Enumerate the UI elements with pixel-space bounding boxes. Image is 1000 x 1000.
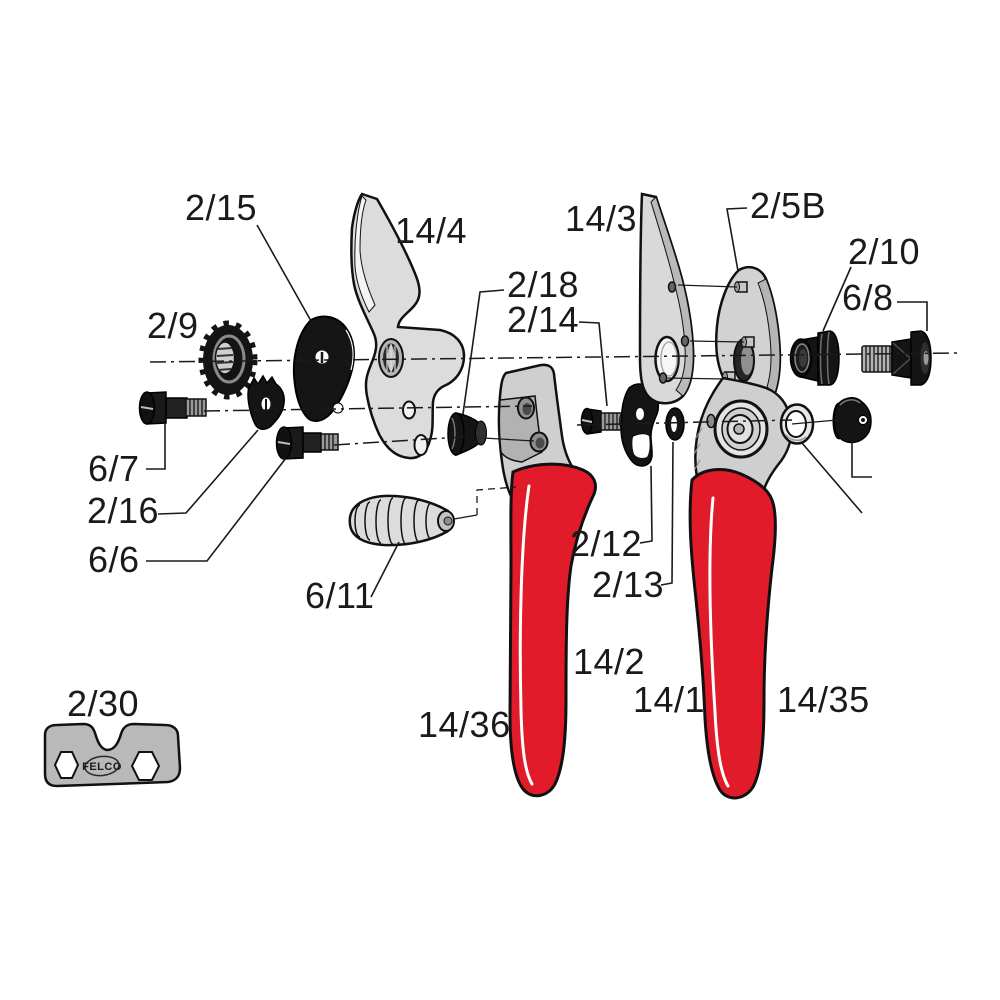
part-right-handle [688,376,793,800]
axis-line-pivot [576,419,793,426]
leader-2-15 [256,224,312,322]
part-blade-holder-2-5b [715,266,782,408]
label-6-6: 6/6 [88,539,140,580]
part-wrench-plate-2-30: FELCO [43,722,182,788]
hex-hole-left [53,751,80,779]
part-plate-2-15 [292,315,355,422]
part-spring-6-11 [348,494,455,547]
label-14-35: 14/35 [777,679,870,720]
leader-2-5b [726,207,748,272]
part-gear-2-9 [198,320,258,400]
label-2-10: 2/10 [848,231,920,272]
part-bushing-2-10 [789,330,840,386]
label-2-9: 2/9 [147,305,199,346]
leader-6-8 [897,301,928,331]
pin-top [734,281,748,293]
label-6-7: 6/7 [88,448,140,489]
label-2-16: 2/16 [87,490,159,531]
part-counter-blade-14-4 [350,192,466,460]
leader-6-6 [146,457,287,562]
label-2-5b: 2/5B [750,185,826,226]
label-14-3: 14/3 [565,198,637,239]
spring-align-solid [453,514,478,520]
spring-align-dashed [476,486,517,515]
label-14-1: 14/1 [633,679,705,720]
label-2-12: 2/12 [570,523,642,564]
axis-line-lower-screw [333,435,478,446]
part-washer-2-13 [665,407,685,441]
part-labels: 2/15 14/4 14/3 2/5B 2/10 6/8 2/9 2/18 2/… [67,185,920,745]
leader-6-7 [146,423,166,470]
part-catch-2-12 [620,383,660,467]
part-bolt-6-6 [275,426,339,460]
leader-6-11 [370,541,400,598]
align-line-ring-cap [791,419,838,425]
hex-hole-right [130,751,161,781]
axis-line-main [149,352,958,363]
leader-lines [146,207,928,598]
part-pivot-bolt-6-8 [861,330,932,386]
label-14-4: 14/4 [395,210,467,251]
align-line-pin-top [677,284,738,288]
part-screw-2-14 [580,407,625,435]
label-6-8: 6/8 [842,277,894,318]
leader-2-10 [822,266,852,332]
leader-2-18 [462,289,505,415]
felco-logo-text: FELCO [82,761,122,773]
leader-2-19 [801,442,863,514]
leader-2-14 [578,321,608,407]
leader-2-13 [660,441,674,586]
part-cap-nut-2-20 [832,397,872,444]
label-2-18: 2/18 [507,264,579,305]
align-line-rivet [482,437,535,442]
align-line-pin-middle [689,340,745,343]
label-14-36: 14/36 [418,704,511,745]
part-cutting-blade-14-3 [638,192,695,405]
part-bolt-6-7 [138,391,207,425]
leader-2-12 [639,465,653,544]
leader-2-20 [851,440,872,478]
align-line-pin-bottom [665,377,727,380]
label-14-2: 14/2 [573,641,645,682]
label-6-11: 6/11 [305,575,374,616]
part-sector-2-16 [247,374,285,430]
label-2-14: 2/14 [507,299,579,340]
part-rivet-2-18 [447,412,487,457]
label-2-13: 2/13 [592,564,664,605]
leader-2-16 [157,429,259,515]
axis-line-upper-screw [203,405,533,412]
part-left-handle [497,363,598,798]
label-2-30: 2/30 [67,683,139,724]
axis-lines [149,284,958,520]
label-2-15: 2/15 [185,187,257,228]
